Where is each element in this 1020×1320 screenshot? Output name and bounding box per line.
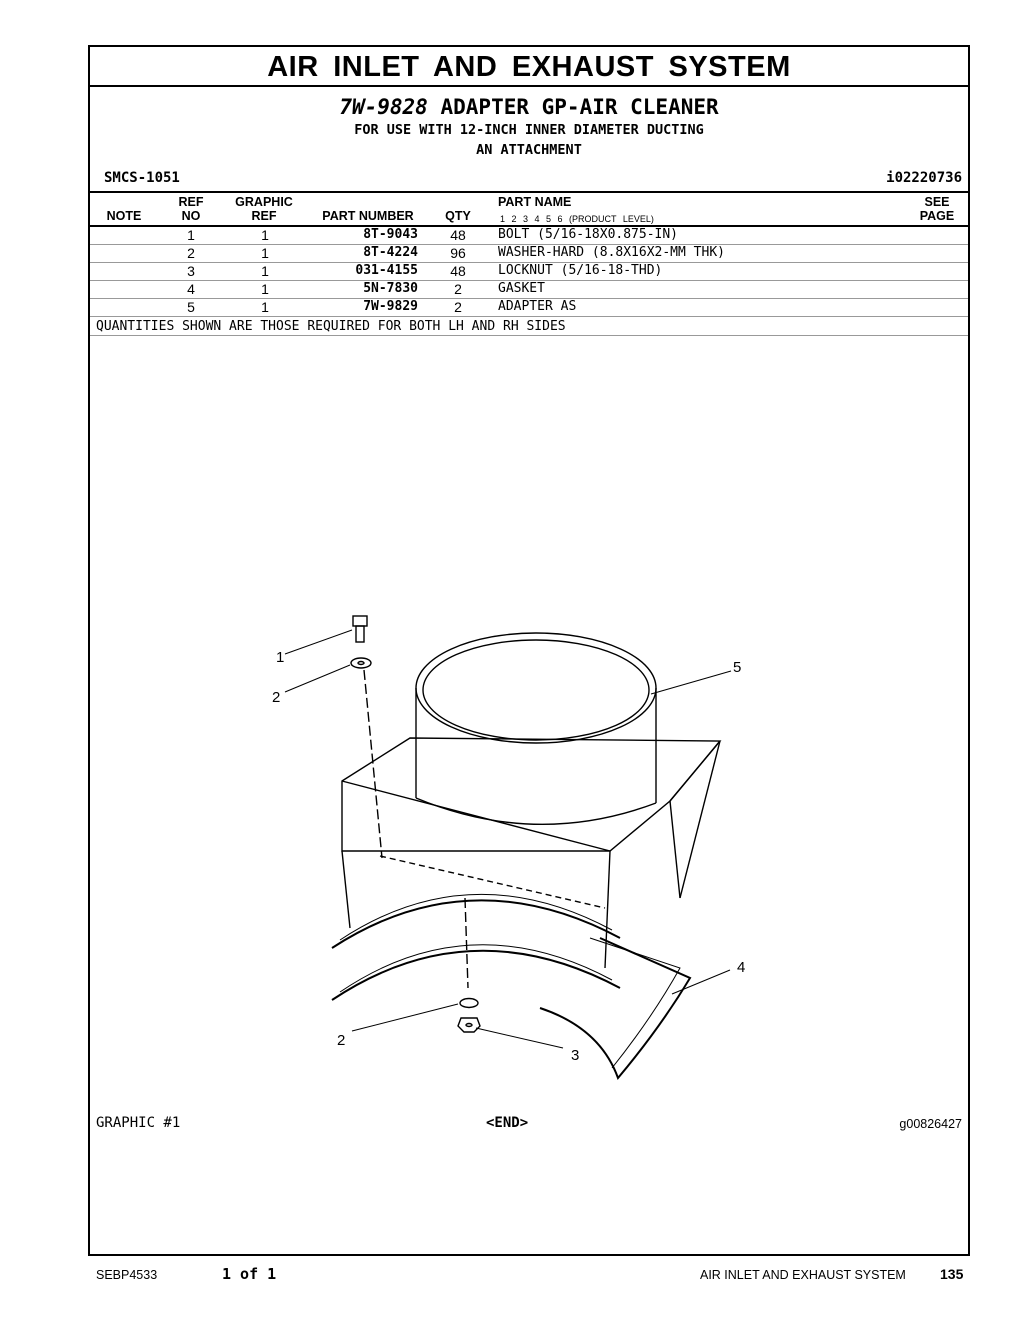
group-title: 7W-9828 ADAPTER GP-AIR CLEANER <box>90 95 968 119</box>
ref-no: 4 <box>187 281 195 297</box>
graphic-ref: 1 <box>261 281 269 297</box>
usage-line-2: AN ATTACHMENT <box>476 142 582 158</box>
locknut-drawing <box>457 1017 481 1033</box>
quantity: 48 <box>450 263 466 279</box>
row-rule <box>90 244 968 245</box>
graphic-ref: 1 <box>261 263 269 279</box>
callout-1: 1 <box>276 649 284 666</box>
ref-no: 5 <box>187 299 195 315</box>
col-see-header-line2: PAGE <box>919 209 955 223</box>
callout-2-top: 2 <box>272 689 280 706</box>
product-level: 1 2 3 4 5 6 (PRODUCT LEVEL) <box>500 214 654 224</box>
adapter-body-drawing <box>341 737 722 969</box>
col-graphic-header: GRAPHIC REF <box>228 195 300 223</box>
part-name: GASKET <box>498 281 545 296</box>
group-part-number: 7W-9828 <box>339 95 428 119</box>
col-graphic-header-line2: REF <box>251 209 277 223</box>
part-number: 7W-9829 <box>363 299 418 314</box>
col-ref-header-line2: NO <box>181 209 201 223</box>
smcs-code: SMCS-1051 <box>104 170 180 186</box>
part-name: WASHER-HARD (8.8X16X2-MM THK) <box>498 245 725 260</box>
ref-no: 2 <box>187 245 195 261</box>
row-rule <box>90 280 968 281</box>
footer-page-count: 1 of 1 <box>222 1265 277 1283</box>
part-name: LOCKNUT (5/16-18-THD) <box>498 263 663 278</box>
graphic-id: g00826427 <box>899 1117 962 1131</box>
col-see-page-header: SEE PAGE <box>912 195 962 223</box>
graphic-label: GRAPHIC #1 <box>96 1115 181 1131</box>
note-rule <box>90 335 968 336</box>
col-part-name-header: PART NAME <box>498 195 572 209</box>
col-graphic-header-line1: GRAPHIC <box>235 195 293 209</box>
exploded-view-illustration: 1 2 5 4 2 3 <box>272 615 745 1080</box>
info-id: i02220736 <box>886 170 962 186</box>
ref-no: 3 <box>187 263 195 279</box>
ref-no: 1 <box>187 227 195 243</box>
footer-section: AIR INLET AND EXHAUST SYSTEM <box>700 1268 906 1282</box>
part-name: BOLT (5/16-18X0.875-IN) <box>498 227 679 242</box>
part-number: 8T-9043 <box>363 227 418 242</box>
col-note-header: NOTE <box>106 209 142 223</box>
gasket-drawing <box>331 893 692 1080</box>
footer-page-number: 135 <box>940 1266 964 1282</box>
row-rule <box>90 298 968 299</box>
quantity: 2 <box>454 281 462 297</box>
quantity: 48 <box>450 227 466 243</box>
row-rule <box>90 316 968 317</box>
col-part-number-header: PART NUMBER <box>322 209 414 223</box>
table-top-rule <box>90 191 968 193</box>
col-ref-header-line1: REF <box>178 195 204 209</box>
graphic-ref: 1 <box>261 299 269 315</box>
footer-doc-number: SEBP4533 <box>96 1268 158 1282</box>
quantity: 2 <box>454 299 462 315</box>
section-title: AIR INLET AND EXHAUST SYSTEM <box>90 47 968 87</box>
quantity-note: QUANTITIES SHOWN ARE THOSE REQUIRED FOR … <box>96 319 566 334</box>
usage-line-1: FOR USE WITH 12-INCH INNER DIAMETER DUCT… <box>354 122 704 138</box>
graphic-ref: 1 <box>261 227 269 243</box>
part-number: 8T-4224 <box>363 245 418 260</box>
washer-top-drawing <box>350 657 372 669</box>
callout-5: 5 <box>733 659 741 676</box>
header-bottom-rule <box>90 225 968 227</box>
part-number: 5N-7830 <box>363 281 418 296</box>
graphic-ref: 1 <box>261 245 269 261</box>
col-see-header-line1: SEE <box>924 195 950 209</box>
callout-2-bottom: 2 <box>337 1032 345 1049</box>
part-number: 031-4155 <box>355 263 418 278</box>
col-ref-header: REF NO <box>170 195 212 223</box>
washer-bottom-drawing <box>459 997 479 1009</box>
part-name: ADAPTER AS <box>498 299 577 314</box>
end-marker: <END> <box>486 1115 529 1131</box>
callout-4: 4 <box>737 959 745 976</box>
quantity: 96 <box>450 245 466 261</box>
group-name: ADAPTER GP-AIR CLEANER <box>440 95 719 119</box>
bolt-drawing <box>352 615 368 643</box>
row-rule <box>90 262 968 263</box>
callout-3: 3 <box>571 1047 579 1064</box>
page-frame: AIR INLET AND EXHAUST SYSTEM 7W-9828 ADA… <box>88 45 970 1256</box>
col-qty-header: QTY <box>445 209 471 223</box>
adapter-duct-drawing <box>415 632 657 825</box>
